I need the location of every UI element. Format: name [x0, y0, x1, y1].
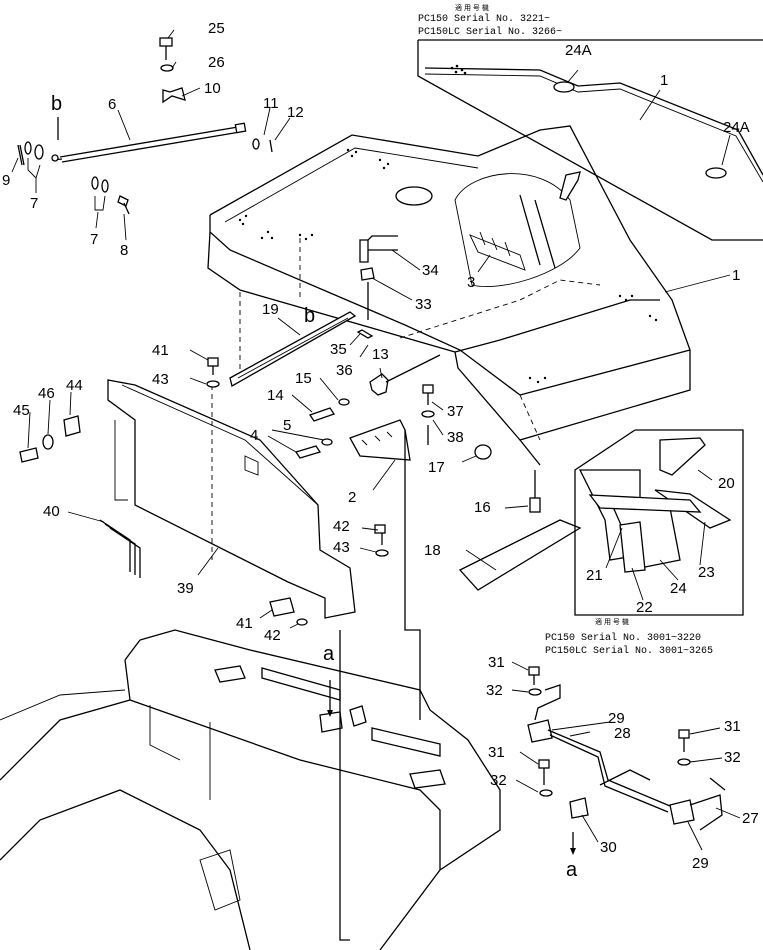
callout-9: 9: [2, 172, 10, 189]
callout-41-a: 41: [152, 342, 169, 359]
inset-earlier-serials: 適 用 号 機 PC150 Serial No. 3001~3220 PC150…: [545, 429, 744, 657]
callout-42-b: 42: [264, 627, 281, 644]
rod-6: [59, 126, 241, 163]
callout-27: 27: [742, 810, 759, 827]
note-bottom-line2: PC150LC Serial No. 3001~3265: [545, 645, 713, 657]
callout-20: 20: [718, 475, 735, 492]
callout-1-inset: 1: [660, 72, 668, 89]
side-panel: [19, 357, 389, 626]
callout-21: 21: [586, 567, 603, 584]
callout-31-c: 31: [488, 744, 505, 761]
callout-34: 34: [422, 262, 439, 279]
note-top-line2: PC150LC Serial No. 3266~: [418, 26, 562, 38]
callout-1: 1: [732, 267, 740, 284]
callout-14: 14: [267, 387, 284, 404]
callout-16: 16: [474, 499, 491, 516]
hood-hole: [395, 186, 433, 206]
hole-24a-1: [553, 81, 575, 93]
callout-23: 23: [698, 564, 715, 581]
hole-24a-2: [705, 167, 727, 179]
callout-32-b: 32: [724, 749, 741, 766]
callout-45: 45: [13, 402, 30, 419]
callout-37: 37: [447, 403, 464, 420]
strip-18: [458, 519, 582, 591]
callout-32-c: 32: [490, 772, 507, 789]
callout-29-a: 29: [608, 710, 625, 727]
callout-43-b: 43: [333, 539, 350, 556]
note-bottom-jp: 適 用 号 機: [595, 617, 629, 626]
strip-19: [229, 311, 357, 387]
callout-24a-1: 24A: [565, 42, 592, 59]
callout-35: 35: [330, 341, 347, 358]
callout-labels: 24A 1 24A 25 26 10 6 11 12 9 7 7 8 34 3 …: [2, 20, 759, 881]
callout-31-a: 31: [488, 654, 505, 671]
base-frame: [0, 470, 501, 950]
callout-4: 4: [250, 427, 258, 444]
callout-40: 40: [43, 503, 60, 520]
callout-28: 28: [614, 725, 631, 742]
callout-13: 13: [372, 346, 389, 363]
callout-7-a: 7: [30, 195, 38, 212]
callout-5: 5: [283, 417, 291, 434]
note-top-line1: PC150 Serial No. 3221~: [418, 13, 550, 25]
ref-b-bottom: b: [304, 305, 315, 327]
callout-19: 19: [262, 301, 279, 318]
callout-15: 15: [295, 370, 312, 387]
callout-30: 30: [600, 839, 617, 856]
ref-a-bottom: a: [566, 859, 578, 881]
note-bottom-line1: PC150 Serial No. 3001~3220: [545, 632, 701, 644]
rod-assembly: [527, 666, 726, 855]
callout-24a-2: 24A: [723, 119, 750, 136]
callout-39: 39: [177, 580, 194, 597]
callout-44: 44: [66, 377, 83, 394]
inset-border: [417, 39, 763, 241]
callout-42-a: 42: [333, 518, 350, 535]
hinge-parts: [229, 235, 582, 591]
inset-cover-edge: [424, 67, 763, 176]
pin-9: [17, 144, 25, 166]
callout-2: 2: [348, 489, 356, 506]
callout-38: 38: [447, 429, 464, 446]
callout-7-b: 7: [90, 231, 98, 248]
callout-6: 6: [108, 96, 116, 113]
callout-18: 18: [424, 542, 441, 559]
lock-rod-linkage: [17, 37, 273, 215]
leader-lines: [11, 29, 741, 851]
callout-25: 25: [208, 20, 225, 37]
callout-3: 3: [467, 274, 475, 291]
callout-31-b: 31: [724, 718, 741, 735]
ref-a-top: a: [323, 643, 335, 665]
callout-36: 36: [336, 362, 353, 379]
callout-11: 11: [263, 95, 279, 112]
callout-29-b: 29: [692, 855, 709, 872]
callout-8: 8: [120, 242, 128, 259]
callout-22: 22: [636, 599, 653, 616]
note-top-jp: 適 用 号 機: [455, 3, 489, 12]
callout-43-a: 43: [152, 371, 169, 388]
callout-10: 10: [204, 80, 221, 97]
callout-17: 17: [428, 459, 445, 476]
callout-12: 12: [287, 104, 304, 121]
callout-46: 46: [38, 385, 55, 402]
callout-26: 26: [208, 54, 225, 71]
callout-32-a: 32: [486, 682, 503, 699]
inset-later-serials: 適 用 号 機 PC150 Serial No. 3221~ PC150LC S…: [417, 3, 763, 241]
nut-17: [474, 444, 492, 460]
callout-33: 33: [415, 296, 432, 313]
bracket-2: [349, 419, 411, 461]
engine-hood: [207, 125, 691, 466]
callout-24: 24: [670, 580, 687, 597]
ref-b-top: b: [51, 93, 62, 115]
callout-41-b: 41: [236, 615, 253, 632]
